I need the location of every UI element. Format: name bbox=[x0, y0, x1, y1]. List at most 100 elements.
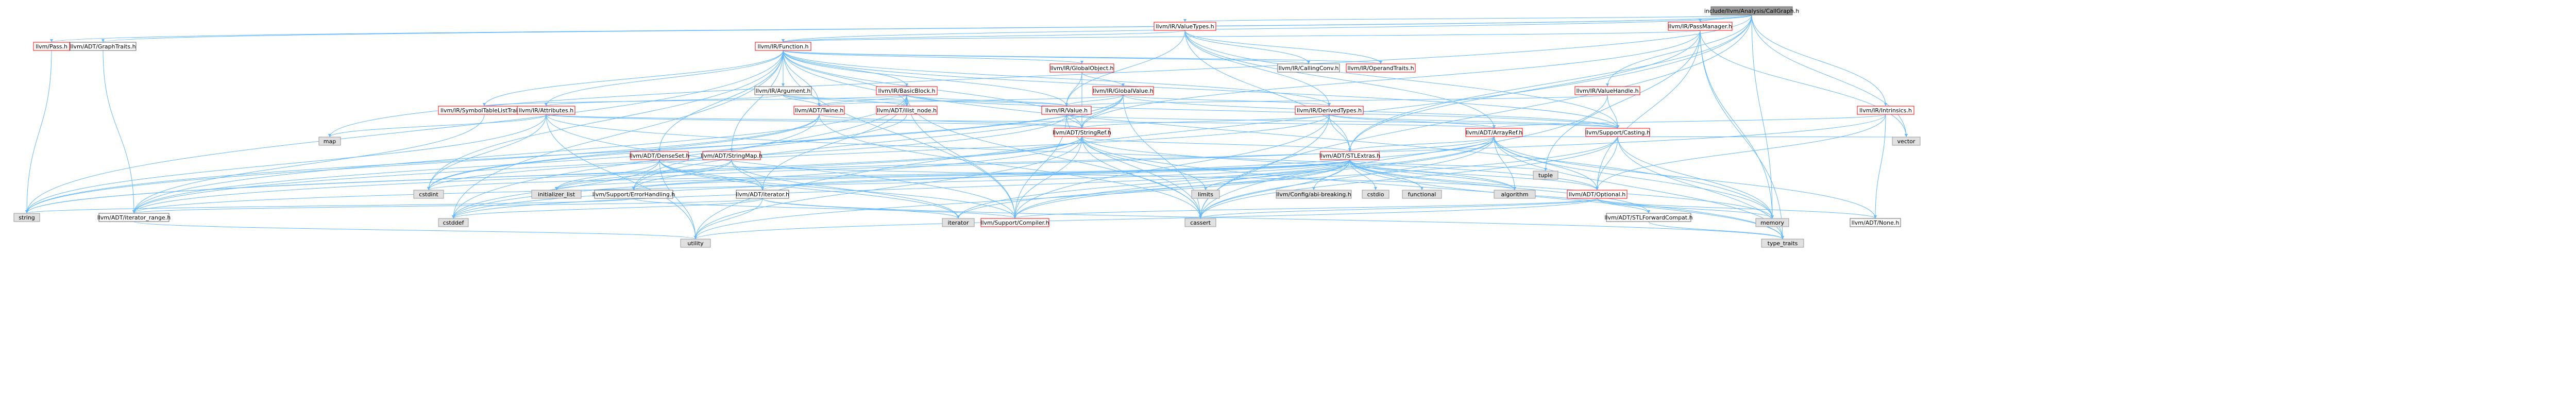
node-box-function bbox=[755, 42, 811, 51]
node-box-cstdio bbox=[1362, 190, 1389, 199]
node-label-stlforwardcompat: llvm/ADT/STLForwardCompat.h bbox=[1604, 214, 1692, 221]
node-callingconv[interactable]: llvm/IR/CallingConv.h bbox=[1277, 63, 1340, 73]
node-operandtraits[interactable]: llvm/IR/OperandTraits.h bbox=[1346, 63, 1416, 73]
edge-stlextras-to-memory bbox=[1349, 159, 1773, 219]
node-globalobject[interactable]: llvm/IR/GlobalObject.h bbox=[1049, 63, 1114, 73]
node-globalvalue[interactable]: llvm/IR/GlobalValue.h bbox=[1092, 86, 1154, 95]
edge-passmanager-to-optional bbox=[1597, 30, 1701, 191]
node-box-attributes bbox=[517, 106, 575, 115]
edge-arrowhead-stlextras-to-functional bbox=[1420, 187, 1423, 190]
edge-irtypes-to-derivedtypes bbox=[1184, 30, 1330, 107]
edge-globalvalue-to-casting bbox=[1123, 94, 1618, 129]
node-ilistnode[interactable]: llvm/ADT/ilist_node.h bbox=[876, 106, 938, 115]
node-derivedtypes[interactable]: llvm/IR/DerivedTypes.h bbox=[1295, 106, 1364, 115]
edge-casting-to-compiler bbox=[1014, 136, 1618, 219]
node-box-algorithm bbox=[1494, 190, 1536, 199]
node-intrinsics[interactable]: llvm/IR/Intrinsics.h bbox=[1857, 106, 1914, 115]
edge-function-to-memory bbox=[783, 50, 1773, 219]
edge-basicblock-to-casting bbox=[906, 94, 1618, 129]
edge-twine-to-string bbox=[26, 114, 820, 214]
node-box-argument bbox=[754, 86, 812, 95]
edge-arrowhead-stlextras-to-limits bbox=[1204, 187, 1207, 190]
node-densemap[interactable]: llvm/ADT/DenseSet.h bbox=[630, 151, 690, 160]
edge-stlextras-to-cstdint bbox=[428, 159, 1350, 191]
edge-stlextras-to-algorithm bbox=[1349, 159, 1515, 191]
node-label-initializer_list: initializer_list bbox=[538, 191, 575, 198]
node-box-pass bbox=[33, 42, 70, 51]
edge-stlextras-to-cstdio bbox=[1349, 159, 1376, 191]
node-casting[interactable]: llvm/Support/Casting.h bbox=[1585, 128, 1650, 137]
edge-callgraph-to-map bbox=[329, 14, 1752, 138]
edge-function-to-globalobject bbox=[783, 50, 1082, 64]
node-graphtraits[interactable]: llvm/ADT/GraphTraits.h bbox=[70, 42, 137, 51]
edge-arrowhead-stlextras-to-tuple bbox=[1544, 168, 1547, 171]
edge-function-to-densemap bbox=[659, 50, 784, 152]
node-label-string: string bbox=[19, 214, 35, 221]
node-box-limits bbox=[1191, 190, 1220, 199]
node-label-operandtraits: llvm/IR/OperandTraits.h bbox=[1347, 65, 1414, 72]
edge-arrowhead-stlextras-to-configbreaking bbox=[1312, 187, 1315, 190]
node-pass[interactable]: llvm/Pass.h bbox=[33, 42, 70, 51]
edge-globalvalue-to-twine bbox=[819, 94, 1124, 107]
node-box-cassert bbox=[1184, 218, 1216, 227]
node-configbreaking: llvm/Config/abi-breaking.h bbox=[1276, 190, 1352, 199]
edge-stringref-to-utility bbox=[695, 136, 1082, 240]
node-none[interactable]: llvm/ADT/None.h bbox=[1850, 218, 1901, 227]
edge-stringmap-to-iterator bbox=[731, 159, 763, 191]
node-valuehandle[interactable]: llvm/IR/ValueHandle.h bbox=[1574, 86, 1640, 95]
node-basicblock[interactable]: llvm/IR/BasicBlock.h bbox=[876, 86, 938, 95]
node-errorhandling[interactable]: llvm/Support/ErrorHandling.h bbox=[592, 190, 675, 199]
edge-stringref-to-algorithm bbox=[1081, 136, 1515, 191]
node-passmanager[interactable]: llvm/IR/PassManager.h bbox=[1668, 22, 1733, 31]
node-box-errorhandling bbox=[594, 190, 673, 199]
edge-iterator-to-iteratorstd bbox=[762, 198, 959, 219]
node-iteratorstd: iterator bbox=[942, 218, 975, 227]
node-box-configbreaking bbox=[1276, 190, 1352, 199]
node-stlforwardcompat[interactable]: llvm/ADT/STLForwardCompat.h bbox=[1604, 213, 1693, 222]
node-optional[interactable]: llvm/ADT/Optional.h bbox=[1567, 190, 1628, 199]
edge-arrowhead-stlextras-to-cstdio bbox=[1374, 187, 1377, 190]
node-iteratorrange[interactable]: llvm/ADT/iterator_range.h bbox=[97, 213, 171, 222]
node-label-configbreaking: llvm/Config/abi-breaking.h bbox=[1276, 191, 1351, 198]
edge-iterator-to-type_traits bbox=[762, 198, 1783, 240]
node-cstdint: cstdint bbox=[413, 190, 444, 199]
node-argument[interactable]: llvm/IR/Argument.h bbox=[754, 86, 812, 95]
edge-passmanager-to-type_traits bbox=[1700, 30, 1783, 240]
node-label-cstdint: cstdint bbox=[419, 191, 438, 198]
node-callgraph[interactable]: include/llvm/Analysis/CallGraph.h bbox=[1704, 6, 1799, 15]
edge-stringmap-to-initializer_list bbox=[556, 159, 732, 191]
node-label-stlextras: llvm/ADT/STLExtras.h bbox=[1319, 153, 1381, 159]
edge-callgraph-to-memory bbox=[1751, 14, 1773, 219]
node-label-twine: llvm/ADT/Twine.h bbox=[795, 107, 844, 114]
edge-function-to-symboltablelisttraits bbox=[484, 50, 784, 107]
node-label-limits: limits bbox=[1198, 191, 1213, 198]
node-value[interactable]: llvm/IR/Value.h bbox=[1041, 106, 1092, 115]
edge-function-to-value bbox=[783, 50, 1067, 107]
node-label-value: llvm/IR/Value.h bbox=[1045, 107, 1088, 114]
nodes-layer: include/llvm/Analysis/CallGraph.h llvm/IR… bbox=[13, 6, 1921, 248]
edge-arrowhead-stlextras-to-optional bbox=[1596, 187, 1599, 190]
edge-arrowhead-function-to-basicblock bbox=[905, 83, 908, 87]
node-function[interactable]: llvm/IR/Function.h bbox=[755, 42, 811, 51]
edge-basicblock-to-iteratorrange bbox=[133, 94, 907, 214]
node-twine[interactable]: llvm/ADT/Twine.h bbox=[793, 106, 845, 115]
node-stlextras[interactable]: llvm/ADT/STLExtras.h bbox=[1319, 151, 1381, 160]
node-symboltablelisttraits[interactable]: llvm/IR/SymbolTableListTraits.h bbox=[438, 106, 531, 115]
node-box-value bbox=[1041, 106, 1092, 115]
edges-layer bbox=[25, 14, 1908, 240]
edge-arrowhead-optional-to-cassert bbox=[1199, 215, 1202, 218]
node-compiler[interactable]: llvm/Support/Compiler.h bbox=[980, 218, 1049, 227]
node-attributes[interactable]: llvm/IR/Attributes.h bbox=[517, 106, 575, 115]
node-cstdio: cstdio bbox=[1362, 190, 1389, 199]
edge-arrayref-to-cstddef bbox=[453, 136, 1495, 219]
node-iterator[interactable]: llvm/ADT/iterator.h bbox=[736, 190, 789, 199]
edge-derivedtypes-to-cassert bbox=[1200, 114, 1330, 219]
node-label-valuehandle: llvm/IR/ValueHandle.h bbox=[1576, 88, 1638, 94]
node-box-valuehandle bbox=[1574, 86, 1640, 95]
edge-arrowhead-stlextras-to-iterator bbox=[761, 187, 764, 190]
node-irtypes[interactable]: llvm/IR/ValueTypes.h bbox=[1154, 22, 1216, 31]
node-stringref[interactable]: llvm/ADT/StringRef.h bbox=[1053, 128, 1111, 137]
edge-arrowhead-callgraph-to-valuehandle bbox=[1606, 83, 1609, 87]
node-stringmap[interactable]: llvm/ADT/StringMap.h bbox=[701, 151, 762, 160]
node-arrayref[interactable]: llvm/ADT/ArrayRef.h bbox=[1465, 128, 1523, 137]
